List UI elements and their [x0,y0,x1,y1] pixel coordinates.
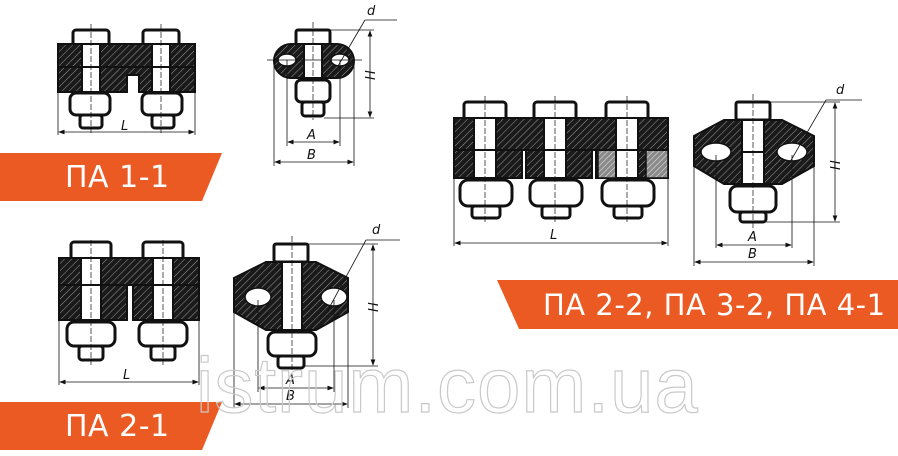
dim-label-a: A [747,230,757,245]
pa11-front-drawing: L [57,24,196,135]
banner-pa11: ПА 1-1 [0,153,222,201]
pa22-side-drawing: H d A B [693,83,862,266]
banner-pa22-pa32-pa41: ПА 2-2, ПА 3-2, ПА 4-1 [497,280,898,329]
dim-label-l: L [550,228,557,243]
banner-pa21-label: ПА 2-1 [65,408,170,444]
pa22-front-drawing: L [453,96,669,246]
dim-label-b: B [286,389,295,404]
banner-pa11-label: ПА 1-1 [65,159,170,195]
dim-label-h: H [364,70,379,80]
dim-label-d: d [836,83,845,98]
dim-label-h: H [829,160,844,170]
dim-label-a: A [306,128,316,143]
dim-label-b: B [307,148,316,163]
dim-label-a: A [285,373,295,388]
dim-label-d: d [367,4,376,19]
dim-label-h: H [367,302,382,312]
pa21-front-drawing: L [58,240,200,385]
dim-label-l: L [123,368,130,383]
pa11-side-drawing: H d A B [267,4,397,166]
banner-right-label: ПА 2-2, ПА 3-2, ПА 4-1 [543,287,886,322]
banner-pa21: ПА 2-1 [0,402,222,450]
dim-label-l: L [121,119,128,134]
pa21-side-drawing: H d A B [233,223,400,408]
dim-label-b: B [748,247,757,262]
dim-label-d: d [372,223,381,238]
